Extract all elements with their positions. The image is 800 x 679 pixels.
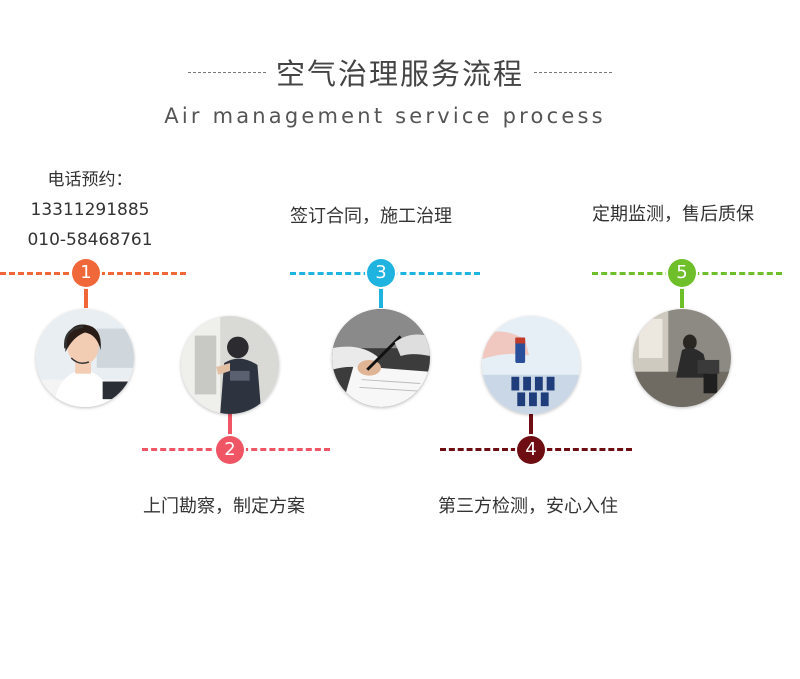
monitoring-photo (633, 309, 731, 407)
contact-phone-2: 010-58468761 (27, 230, 153, 250)
step-4-stem (529, 412, 533, 448)
step-5-badge: 5 (668, 259, 696, 287)
customer-service-photo (36, 309, 134, 407)
step-3-badge: 3 (367, 259, 395, 287)
contact-label: 电话预约： (47, 170, 133, 190)
title-row: 空气治理服务流程 (0, 52, 800, 92)
step-3-caption: 签订合同，施工治理 (290, 206, 452, 227)
step-4-badge: 4 (517, 436, 545, 464)
title-rule-left (187, 71, 266, 73)
lab-testing-photo (482, 316, 580, 414)
step-2-caption: 上门勘察，制定方案 (143, 496, 305, 517)
step-4-caption: 第三方检测，安心入住 (438, 496, 618, 517)
step-3-stem (379, 272, 383, 308)
title-rule-right (534, 71, 612, 73)
contact-block: 电话预约： 13311291885 010-58468761 (20, 165, 160, 255)
step-5-caption: 定期监测，售后质保 (592, 204, 754, 225)
step-1-stem (84, 272, 88, 308)
contact-phone-1: 13311291885 (30, 200, 150, 220)
step-2-stem (228, 412, 232, 448)
contract-signing-photo (332, 309, 430, 407)
page-subtitle: Air management service process (164, 104, 606, 128)
step-5-stem (680, 272, 684, 308)
site-survey-photo (181, 316, 279, 414)
page-title: 空气治理服务流程 (275, 57, 524, 91)
step-2-badge: 2 (216, 436, 244, 464)
step-1-badge: 1 (72, 259, 100, 287)
